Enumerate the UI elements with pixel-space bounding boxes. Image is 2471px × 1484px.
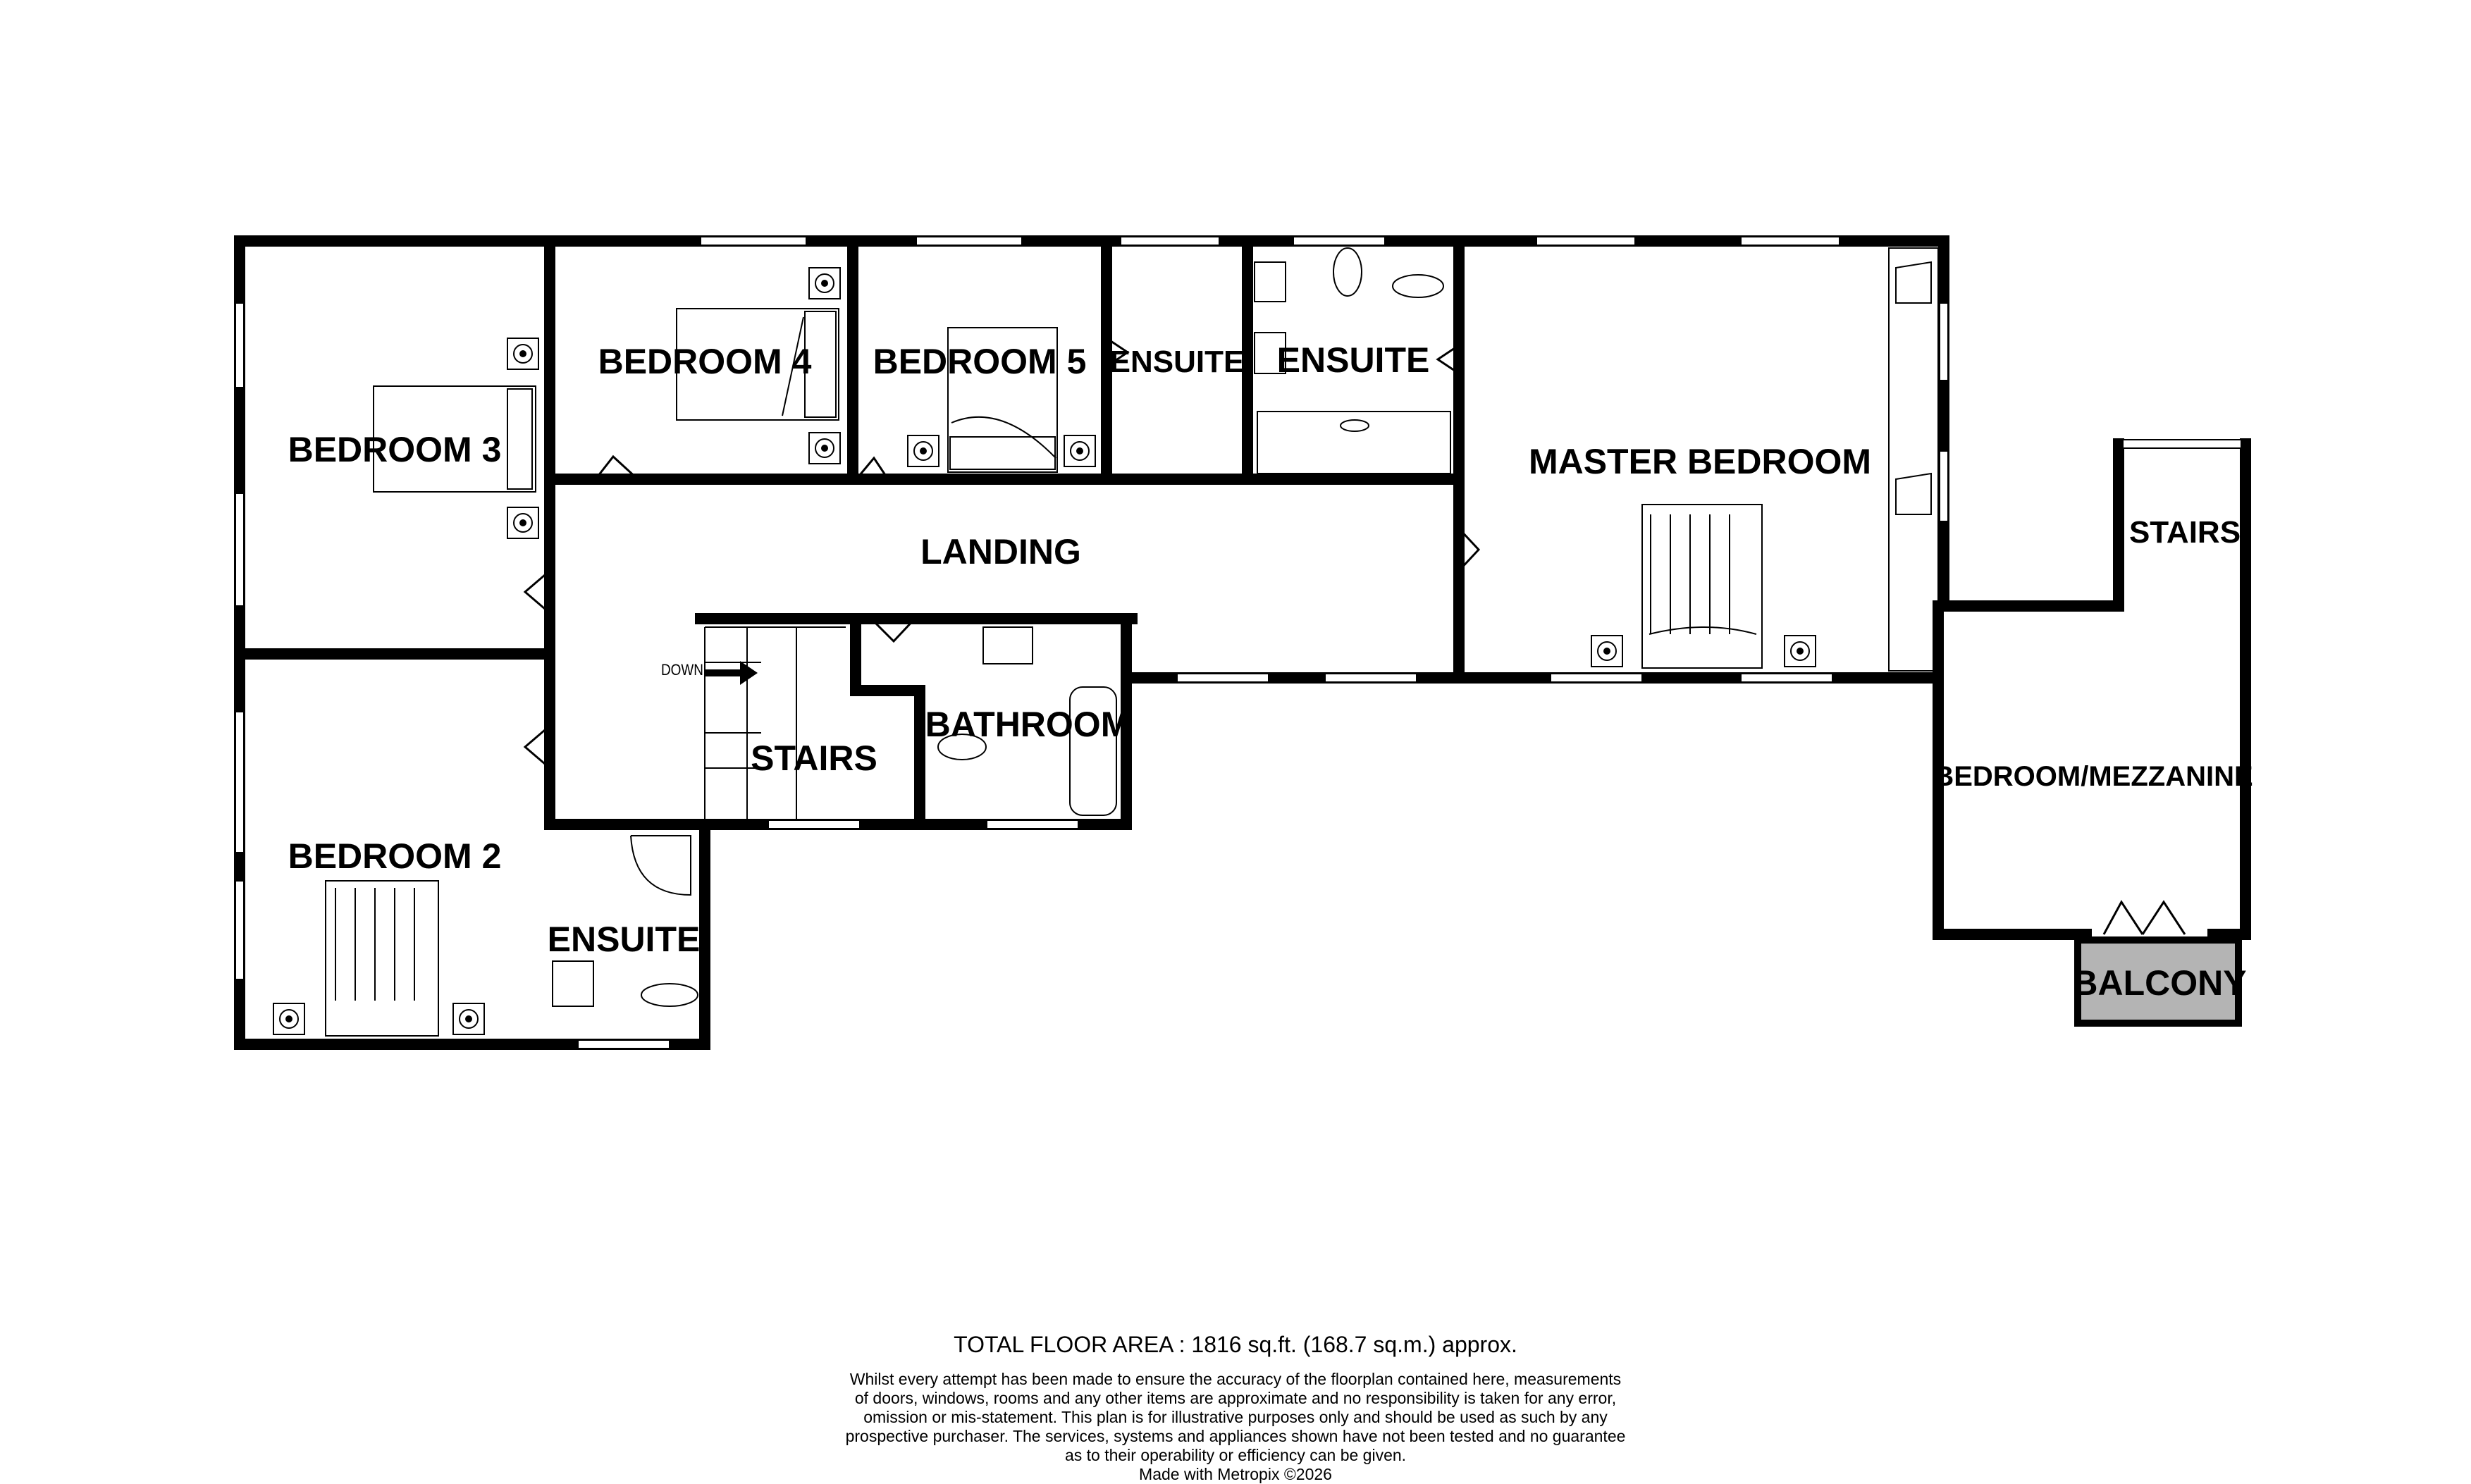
disclaimer-line: Whilst every attempt has been made to en… xyxy=(849,1370,1622,1388)
bedroom-mezzanine-label: BEDROOM/MEZZANINE xyxy=(1933,761,2253,792)
ensuite-a-label: ENSUITE xyxy=(1110,345,1245,379)
balcony-area xyxy=(2074,936,2242,1027)
down-marker-label: DOWN xyxy=(661,661,703,679)
bedroom-3-label: BEDROOM 3 xyxy=(288,430,502,469)
furniture xyxy=(273,247,1939,1037)
down-arrow-icon xyxy=(705,661,758,685)
disclaimer-line: of doors, windows, rooms and any other i… xyxy=(854,1389,1617,1407)
bedroom-4-label: BEDROOM 4 xyxy=(598,342,812,381)
ensuite-b-label: ENSUITE xyxy=(1277,340,1430,380)
doors xyxy=(523,337,2186,935)
ensuite-c-label: ENSUITE xyxy=(548,920,701,959)
disclaimer: Whilst every attempt has been made to en… xyxy=(0,1370,2471,1484)
stairs-main-label: STAIRS xyxy=(751,738,877,778)
windows xyxy=(235,236,2242,1049)
disclaimer-line: prospective purchaser. The services, sys… xyxy=(845,1427,1626,1445)
landing-label: LANDING xyxy=(920,532,1081,571)
bathroom-label: BATHROOM xyxy=(925,705,1130,744)
bedroom-5-label: BEDROOM 5 xyxy=(873,342,1087,381)
master-bedroom-label: MASTER BEDROOM xyxy=(1529,442,1871,481)
stairs-right-label: STAIRS xyxy=(2129,515,2241,550)
total-floor-area: TOTAL FLOOR AREA : 1816 sq.ft. (168.7 sq… xyxy=(954,1332,1517,1357)
disclaimer-line: omission or mis-statement. This plan is … xyxy=(863,1408,1608,1426)
credit: Made with Metropix ©2026 xyxy=(1139,1465,1332,1483)
disclaimer-line: as to their operability or efficiency ca… xyxy=(1064,1446,1407,1464)
balcony-label: BALCONY xyxy=(2072,963,2246,1003)
bedroom-2-label: BEDROOM 2 xyxy=(288,836,502,876)
